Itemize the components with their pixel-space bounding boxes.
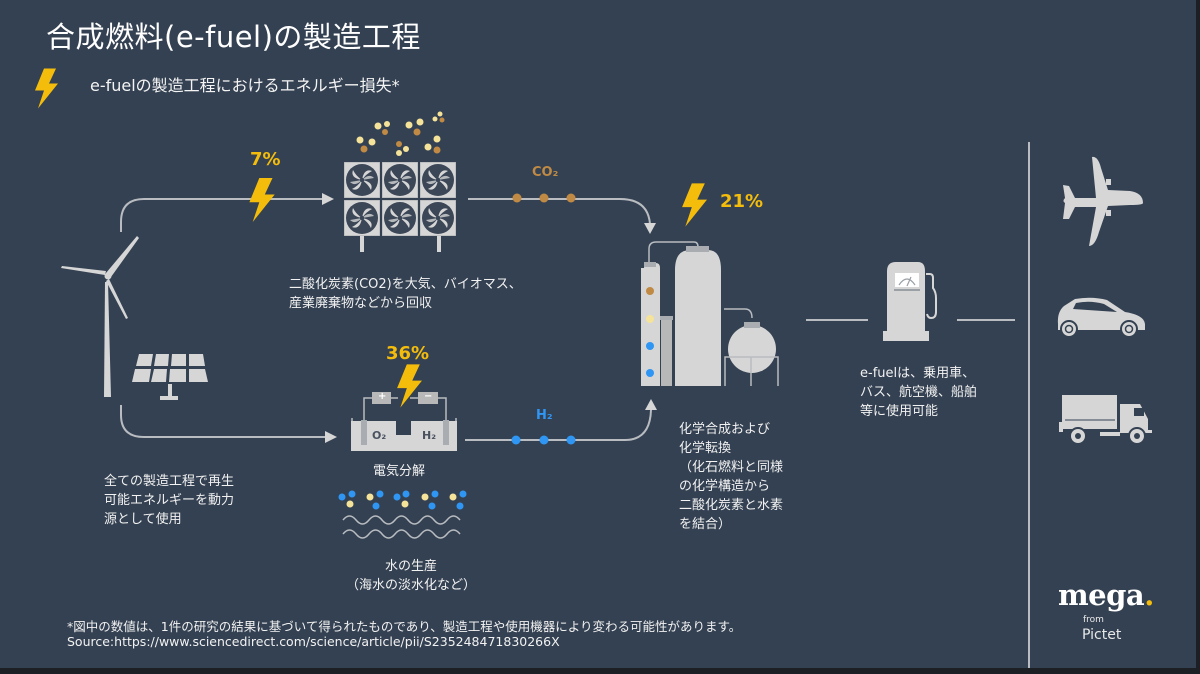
co2-molecule-dot: [512, 193, 522, 203]
cathode-minus-label: −: [424, 391, 433, 402]
co2-molecule-dot: [539, 193, 549, 203]
synthesis-lightning-bolt-icon: [682, 183, 707, 227]
electrolyzer-o2-label: O₂: [372, 429, 387, 442]
electrolyzer-h2-label: H₂: [422, 429, 437, 442]
flow-line-to-electrolysis: [120, 405, 337, 443]
fuel-pump-icon: [883, 262, 937, 341]
h2-molecule-dot: [566, 435, 576, 445]
synthesis-caption: 化学合成および 化学転換 （化石燃料と同様 の化学構造から 二酸化炭素と水素 を…: [679, 422, 784, 532]
co2-label: CO₂: [532, 165, 559, 180]
synthesis-energy-loss: 21%: [720, 191, 764, 212]
arrowhead-icon: [322, 193, 334, 205]
electrolysis-energy-loss: 36%: [386, 343, 430, 364]
water-molecules-icon: [338, 490, 467, 510]
water-production-caption: 水の生産 （海水の淡水化など）: [346, 559, 477, 593]
co2-capture-caption: 二酸化炭素(CO2)を大気、バイオマス、 産業廃棄物などから回収: [289, 277, 522, 311]
footnote-text: *図中の数値は、1件の研究の結果に基づいて得られたものであり、製造工程や使用機器…: [67, 619, 742, 634]
arrowhead-icon: [325, 431, 337, 443]
renewable-caption: 全ての製造工程で再生 可能エネルギーを動力 源として使用: [104, 474, 235, 527]
usage-caption: e-fuelは、乗用車、 バス、航空機、船舶 等に使用可能: [860, 366, 978, 419]
page-title: 合成燃料(e-fuel)の製造工程: [46, 20, 421, 54]
solar-panel-icon: [132, 354, 208, 400]
source-link[interactable]: Source:https://www.sciencedirect.com/sci…: [67, 634, 560, 649]
airplane-icon: [1063, 156, 1143, 246]
flow-line-co2: [468, 193, 656, 234]
co2-capture-energy-loss: 7%: [250, 149, 281, 170]
logo-from-text: from: [1083, 615, 1104, 625]
legend-lightning-bolt-icon: [35, 68, 58, 109]
car-icon: [1057, 297, 1145, 338]
flow-line-to-co2-capture: [120, 193, 334, 232]
h2-label: H₂: [536, 408, 553, 423]
flow-line-h2: [465, 399, 657, 445]
water-waves-icon: [342, 515, 461, 539]
h2-molecule-dot: [511, 435, 521, 445]
electrolysis-caption: 電気分解: [373, 464, 426, 479]
direct-air-capture-fans-icon: [344, 111, 456, 252]
chemical-plant-icon: [641, 241, 779, 386]
h2-molecule-dot: [539, 435, 549, 445]
wind-turbine-icon: [61, 236, 139, 397]
mega-logo: mega.: [1058, 578, 1154, 612]
electrolyzer-icon: [351, 392, 457, 451]
truck-icon: [1059, 395, 1152, 445]
legend-text: e-fuelの製造工程におけるエネルギー損失*: [90, 76, 400, 95]
co2-molecule-dot: [566, 193, 576, 203]
arrowhead-icon: [644, 223, 656, 234]
logo-pictet-text: Pictet: [1082, 627, 1122, 643]
arrowhead-icon: [645, 399, 657, 410]
anode-plus-label: +: [378, 391, 387, 402]
